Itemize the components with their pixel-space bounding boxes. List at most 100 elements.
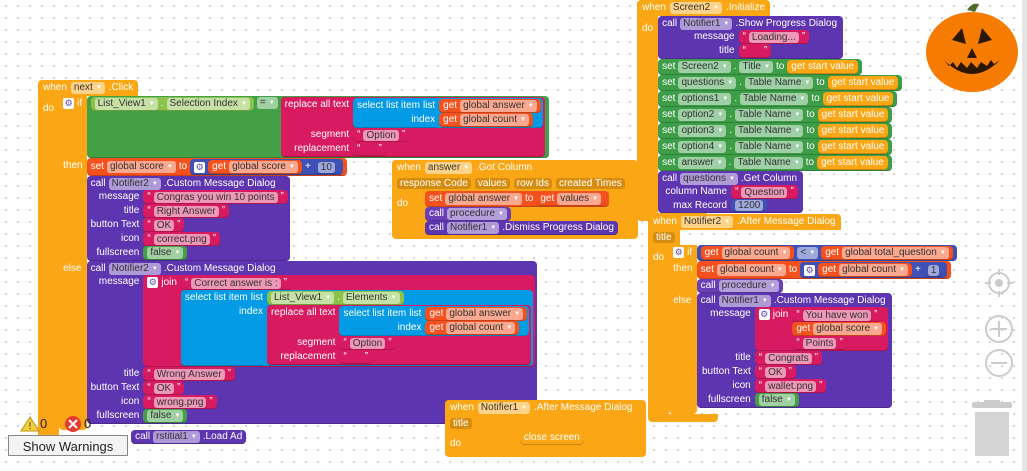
trash-icon[interactable] xyxy=(970,400,1014,463)
procedure-dropdown[interactable]: procedure▼ xyxy=(447,208,507,220)
get-start-value-block[interactable]: get start value xyxy=(817,108,889,122)
variable-dropdown[interactable]: global count▼ xyxy=(721,247,791,259)
variable-dropdown[interactable]: global total_question▼ xyxy=(842,247,949,259)
property-dropdown[interactable]: Elements▼ xyxy=(342,292,400,304)
zoom-in-icon[interactable] xyxy=(984,314,1014,349)
text-string-block[interactable]: “OK” xyxy=(143,218,185,232)
component-dropdown[interactable]: Notifier2▼ xyxy=(680,216,734,228)
recenter-icon[interactable] xyxy=(984,268,1014,303)
text-string-block[interactable]: “Congras you win 10 points” xyxy=(143,190,288,204)
warning-icon[interactable]: ! xyxy=(20,416,40,435)
component-dropdown[interactable]: List_View1▼ xyxy=(270,292,335,304)
mutator-gear-icon[interactable]: ⚙ xyxy=(673,247,685,258)
mutator-gear-icon[interactable]: ⚙ xyxy=(804,264,816,276)
boolean-block[interactable]: false▼ xyxy=(754,393,799,407)
component-dropdown[interactable]: Notifier2▼ xyxy=(108,177,161,190)
show-warnings-button[interactable]: Show Warnings xyxy=(8,435,128,456)
boolean-dropdown[interactable]: false▼ xyxy=(147,247,184,259)
text-string-block[interactable]: “Congrats” xyxy=(754,351,823,365)
text-string-block[interactable]: “” xyxy=(339,350,373,364)
text-string-block[interactable]: “Loading...” xyxy=(738,30,810,44)
component-dropdown[interactable]: Screen2▼ xyxy=(669,2,723,14)
property-dropdown[interactable]: Table Name▼ xyxy=(740,93,809,105)
component-dropdown[interactable]: answer▼ xyxy=(424,162,473,174)
boolean-dropdown[interactable]: false▼ xyxy=(758,394,795,406)
string-value[interactable]: OK xyxy=(765,366,786,378)
text-string-block[interactable]: “correct.png” xyxy=(143,232,221,246)
text-string-block[interactable]: “wrong.png” xyxy=(143,395,217,409)
property-dropdown[interactable]: Selection Index▼ xyxy=(166,98,250,110)
component-dropdown[interactable]: next▼ xyxy=(70,82,105,94)
component-dropdown[interactable]: Notifier1▼ xyxy=(718,294,771,307)
component-dropdown[interactable]: option3▼ xyxy=(678,125,727,137)
event-param[interactable]: created Times xyxy=(555,178,625,189)
text-string-block[interactable]: “Option” xyxy=(353,128,410,142)
close-screen-block[interactable]: close screen xyxy=(519,431,584,445)
component-dropdown[interactable]: Notifier1▼ xyxy=(477,402,531,414)
text-string-block[interactable]: “Points” xyxy=(792,336,847,350)
string-value[interactable]: Correct answer is : xyxy=(191,277,281,289)
component-dropdown[interactable]: questions▼ xyxy=(678,77,737,89)
mutator-gear-icon[interactable]: ⚙ xyxy=(194,161,206,173)
text-string-block[interactable]: “Option” xyxy=(339,336,396,350)
event-param[interactable]: title xyxy=(653,232,675,243)
property-dropdown[interactable]: Table Name▼ xyxy=(734,157,803,169)
component-getter-block[interactable]: List_View1▼.Selection Index▼ xyxy=(90,97,254,111)
variable-dropdown[interactable]: global answer▼ xyxy=(446,308,524,320)
error-icon[interactable] xyxy=(64,415,82,436)
string-value[interactable]: wrong.png xyxy=(153,396,207,408)
property-dropdown[interactable]: Table Name▼ xyxy=(735,109,804,121)
boolean-block[interactable]: false▼ xyxy=(143,409,188,423)
string-value[interactable]: Congras you win 10 points xyxy=(153,191,278,203)
variable-dropdown[interactable]: global count▼ xyxy=(716,264,786,276)
number-value[interactable]: 1200 xyxy=(735,200,764,211)
text-string-block[interactable]: “Correct answer is :” xyxy=(180,276,291,290)
string-value[interactable]: Right Answer xyxy=(153,205,219,217)
event-param[interactable]: values xyxy=(474,178,510,189)
text-string-block[interactable]: “Wrong Answer” xyxy=(143,367,235,381)
variable-dropdown[interactable]: global count▼ xyxy=(839,264,908,276)
text-string-block[interactable]: “” xyxy=(738,44,772,58)
text-string-block[interactable]: “You have won” xyxy=(792,308,882,322)
mutator-gear-icon[interactable]: ⚙ xyxy=(147,277,159,288)
get-start-value-block[interactable]: get start value xyxy=(817,124,889,138)
property-dropdown[interactable]: Table Name▼ xyxy=(735,141,804,153)
component-dropdown[interactable]: Notifier2▼ xyxy=(108,262,161,275)
variable-dropdown[interactable]: global answer▼ xyxy=(445,193,522,205)
variable-dropdown[interactable]: global answer▼ xyxy=(460,100,537,112)
variable-dropdown[interactable]: global score▼ xyxy=(229,161,298,173)
component-dropdown[interactable]: rstitial1▼ xyxy=(153,431,200,443)
string-value[interactable]: Question xyxy=(741,186,788,198)
component-dropdown[interactable]: option2▼ xyxy=(678,109,727,121)
boolean-dropdown[interactable]: false▼ xyxy=(147,410,184,422)
string-value[interactable]: wallet.png xyxy=(765,380,817,392)
string-value[interactable]: OK xyxy=(153,219,175,231)
